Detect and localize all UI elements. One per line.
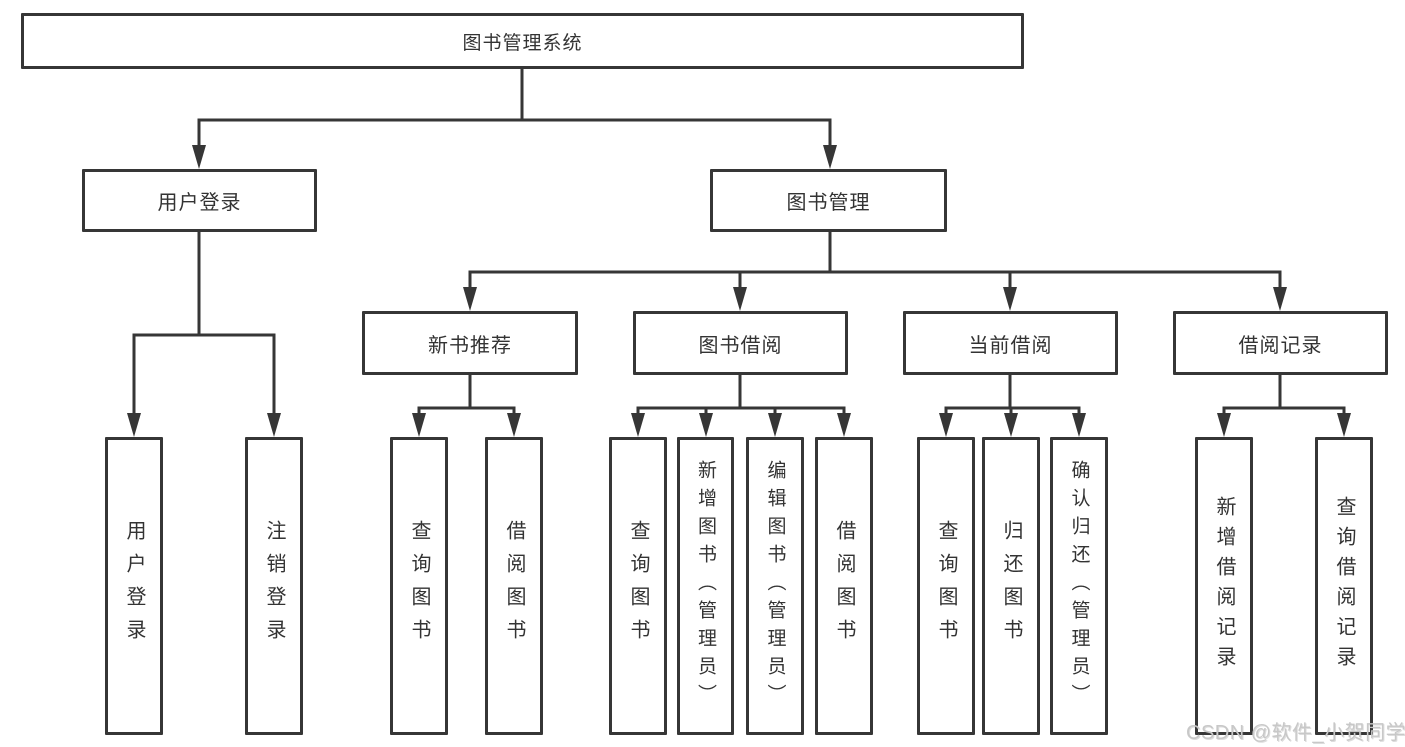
node-current-borrowing: 当前借阅 (903, 311, 1118, 375)
leaf-cb-query-book: 查询图书 (917, 437, 975, 735)
leaf-br-add-record: 新增借阅记录 (1195, 437, 1253, 735)
leaf-bb-add-book-admin: 新增图书（管理员） (677, 437, 734, 735)
node-book-management: 图书管理 (710, 169, 947, 232)
leaf-bb-edit-book-admin: 编辑图书（管理员） (746, 437, 804, 735)
leaf-nbr-query-book: 查询图书 (390, 437, 448, 735)
node-book-borrowing: 图书借阅 (633, 311, 848, 375)
leaf-bb-query-book: 查询图书 (609, 437, 667, 735)
leaf-cb-confirm-return-admin: 确认归还（管理员） (1050, 437, 1108, 735)
leaf-bb-borrow-book: 借阅图书 (815, 437, 873, 735)
node-user-login: 用户登录 (82, 169, 317, 232)
node-new-book-recommendation: 新书推荐 (362, 311, 578, 375)
node-library-management-system: 图书管理系统 (21, 13, 1024, 69)
node-borrowing-records: 借阅记录 (1173, 311, 1388, 375)
leaf-cb-return-book: 归还图书 (982, 437, 1040, 735)
leaf-nbr-borrow-book: 借阅图书 (485, 437, 543, 735)
leaf-logout-login: 注销登录 (245, 437, 303, 735)
leaf-br-query-record: 查询借阅记录 (1315, 437, 1373, 735)
csdn-watermark: CSDN @软件_小贺同学 (1186, 722, 1405, 744)
leaf-user-login: 用户登录 (105, 437, 163, 735)
